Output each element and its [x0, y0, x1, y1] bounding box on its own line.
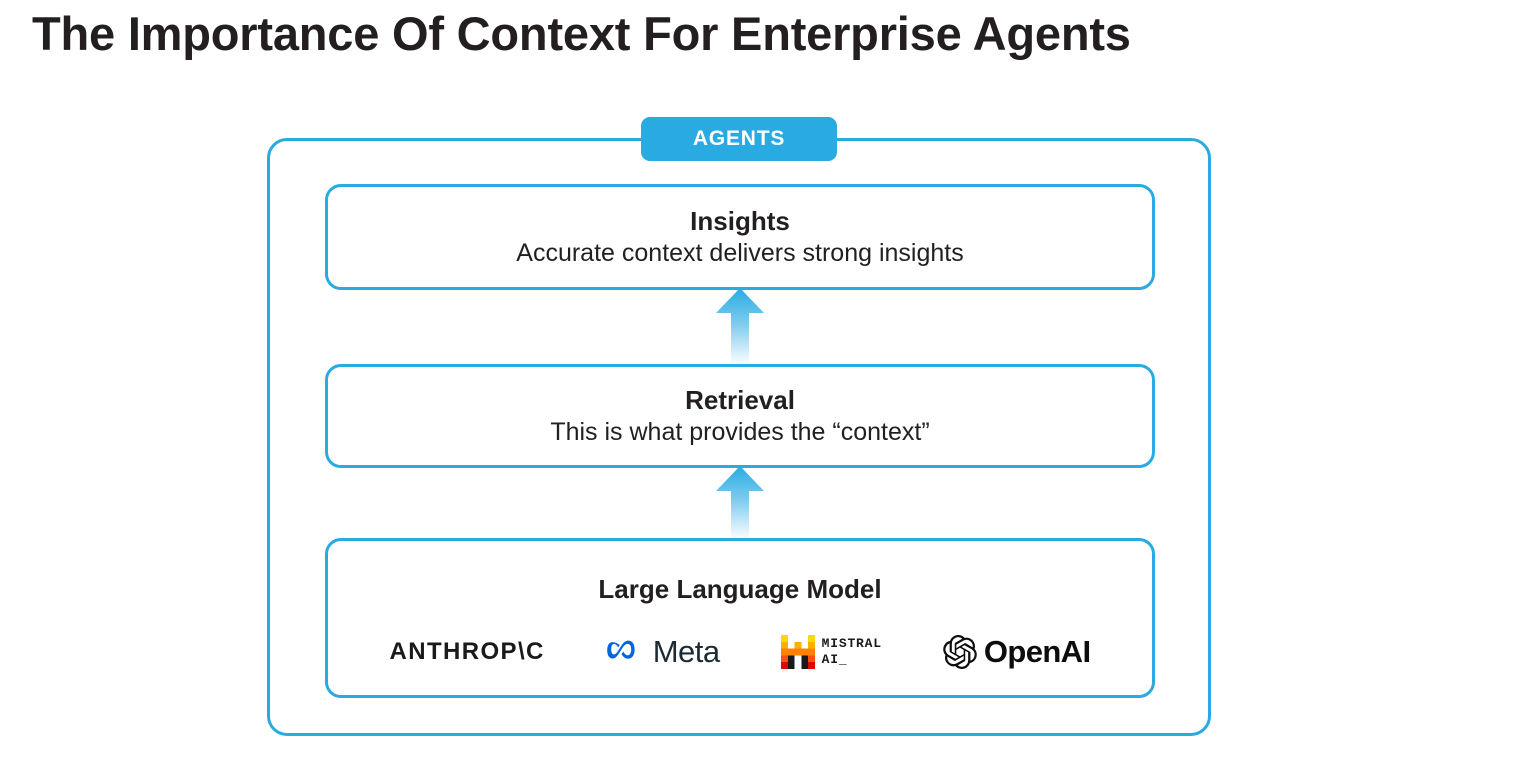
arrow-llm-to-retrieval	[715, 466, 765, 540]
layer-title-large-language-model: Large Language Model	[598, 574, 882, 605]
openai-wordmark-label: OpenAI	[983, 634, 1091, 669]
vendor-openai: OpenAI	[943, 629, 1091, 675]
vendor-mistral: MISTRAL AI_	[780, 629, 882, 675]
layer-box-retrieval: Retrieval This is what provides the “con…	[325, 364, 1155, 468]
mistral-wordmark-line1: MISTRAL	[821, 635, 882, 651]
layer-title-insights: Insights	[690, 205, 790, 236]
vendor-logo-row: ANTHROP\C Meta	[325, 622, 1155, 682]
mistral-wordmark-line2: AI_	[821, 652, 848, 667]
mistral-wordmark-label: MISTRAL AI_	[822, 636, 882, 669]
vendor-meta: Meta	[606, 629, 720, 675]
layer-subtitle-retrieval: This is what provides the “context”	[550, 417, 930, 446]
arrow-retrieval-to-insights	[715, 288, 765, 366]
page-title: The Importance Of Context For Enterprise…	[32, 7, 1131, 60]
layer-title-retrieval: Retrieval	[685, 384, 795, 415]
meta-wordmark-label: Meta	[652, 634, 720, 669]
anthropic-logo-icon: ANTHROP\C	[389, 638, 545, 665]
layer-box-large-language-model: Large Language Model	[325, 538, 1155, 698]
openai-logo-icon	[943, 635, 977, 669]
vendor-anthropic: ANTHROP\C	[389, 629, 544, 675]
meta-infinity-icon	[606, 639, 646, 665]
mistral-logo-icon	[780, 635, 815, 669]
agents-badge: AGENTS	[641, 117, 837, 161]
layer-box-insights: Insights Accurate context delivers stron…	[325, 184, 1155, 290]
layer-subtitle-insights: Accurate context delivers strong insight…	[516, 238, 964, 267]
